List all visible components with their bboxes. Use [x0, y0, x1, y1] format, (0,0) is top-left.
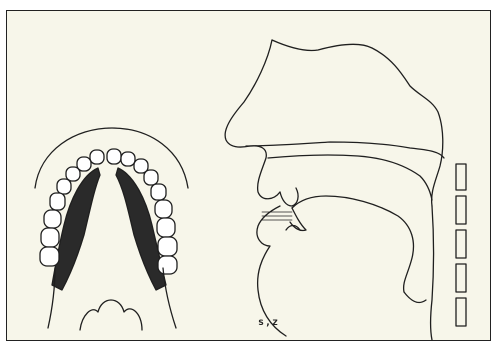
vertebrae [456, 164, 466, 326]
vertebra [456, 264, 466, 292]
tooth [155, 200, 172, 218]
pharynx-wall [431, 206, 434, 340]
upper-incisor [280, 188, 298, 206]
tooth [144, 170, 158, 185]
epiglottis [404, 292, 426, 302]
tooth [57, 179, 71, 194]
tooth [158, 256, 177, 274]
vertebra [456, 298, 466, 326]
tooth [151, 184, 166, 200]
tooth [41, 228, 59, 247]
tooth [44, 210, 61, 228]
vertebra [456, 196, 466, 224]
palatogram [35, 128, 188, 330]
phoneme-label: s,z [258, 317, 279, 328]
vertebra [456, 164, 466, 190]
tooth [157, 218, 175, 237]
airstream [262, 212, 292, 220]
uvula-outline [80, 300, 142, 330]
nose-profile [225, 40, 280, 199]
nasal-cavity-top [272, 40, 443, 206]
tooth [121, 152, 135, 166]
tooth [40, 247, 59, 266]
vertebra [456, 230, 466, 258]
tooth [90, 150, 104, 164]
tongue [292, 196, 413, 292]
tooth [66, 167, 80, 181]
tooth [50, 193, 65, 210]
tooth [107, 149, 121, 164]
soft-palate-outline [163, 268, 176, 328]
tooth [158, 237, 177, 256]
palate-lower [268, 155, 432, 200]
sagittal-section [225, 40, 466, 340]
